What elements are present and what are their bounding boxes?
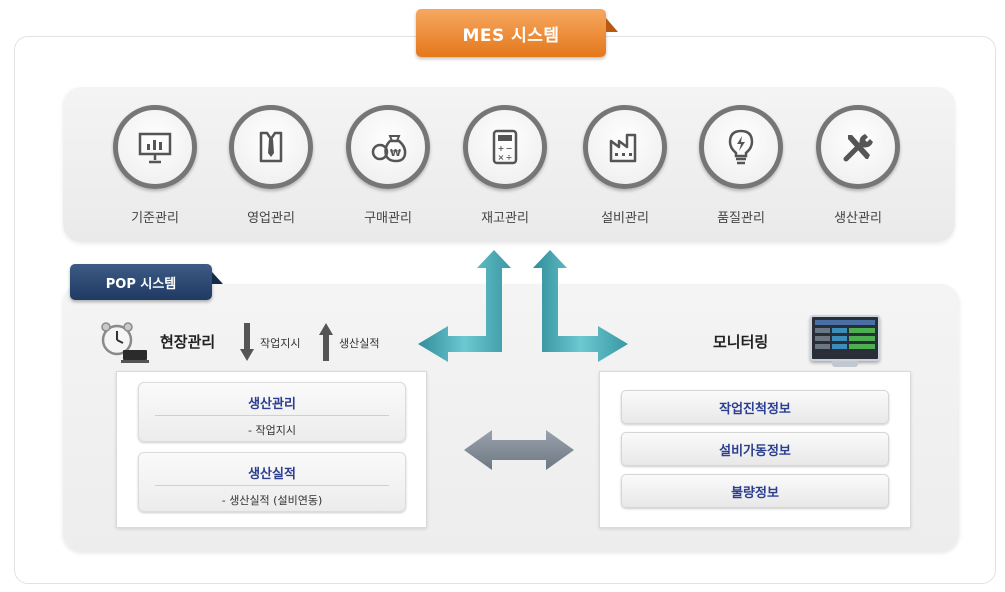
lightbulb-icon (699, 105, 783, 189)
module-label: 영업관리 (247, 211, 295, 226)
monitor-screen-icon (810, 315, 880, 361)
svg-text:÷: ÷ (506, 153, 513, 162)
pop-tab-fold (212, 272, 223, 284)
status-defect: 불량정보 (621, 474, 889, 508)
module-equipment: 설비관리 (575, 105, 675, 226)
module-label: 재고관리 (481, 211, 529, 226)
card-title: 생산관리 (248, 397, 296, 412)
module-production: 생산관리 (808, 105, 908, 226)
card-divider (155, 415, 389, 416)
module-standard: 기준관리 (105, 105, 205, 226)
module-quality: 품질관리 (691, 105, 791, 226)
calculator-icon: +−×÷ (463, 105, 547, 189)
card-subtext: - 생산실적 (설비연동) (221, 494, 323, 507)
card-production-result: 생산실적 - 생산실적 (설비연동) (138, 452, 406, 512)
module-purchase: ₩ 구매관리 (338, 105, 438, 226)
monitoring-title: 모니터링 (713, 333, 769, 351)
shirt-tie-icon (229, 105, 313, 189)
status-equipment-operation: 설비가동정보 (621, 432, 889, 466)
svg-text:×: × (498, 153, 505, 162)
module-label: 설비관리 (601, 211, 649, 226)
mes-module-panel: 기준관리 영업관리 ₩ 구매관리 +−×÷ 재고관리 설비관리 품질관리 생산관 (63, 87, 955, 242)
pop-system-tab: POP 시스템 (70, 264, 212, 300)
module-inventory: +−×÷ 재고관리 (455, 105, 555, 226)
monitor-stand (832, 361, 858, 367)
arrow-down-icon (240, 323, 254, 361)
module-label: 품질관리 (717, 211, 765, 226)
alarm-clock-laptop-icon (101, 322, 149, 363)
factory-icon (583, 105, 667, 189)
card-title: 생산실적 (248, 467, 296, 482)
card-divider (155, 485, 389, 486)
field-management-title: 현장관리 (160, 333, 216, 351)
status-work-progress: 작업진척정보 (621, 390, 889, 424)
module-sales: 영업관리 (221, 105, 321, 226)
mes-system-tab: MES 시스템 (416, 9, 606, 57)
svg-text:+: + (498, 144, 505, 153)
presentation-board-icon (113, 105, 197, 189)
module-label: 구매관리 (364, 211, 412, 226)
card-subtext: - 작업지시 (248, 424, 296, 437)
work-order-note: 작업지시 (260, 337, 301, 350)
production-result-note: 생산실적 (339, 337, 380, 350)
mes-tab-fold (606, 18, 618, 32)
tools-icon (816, 105, 900, 189)
svg-text:−: − (506, 144, 513, 153)
svg-text:₩: ₩ (390, 148, 401, 159)
module-label: 기준관리 (131, 211, 179, 226)
card-production-management: 생산관리 - 작업지시 (138, 382, 406, 442)
module-label: 생산관리 (834, 211, 882, 226)
money-bag-icon: ₩ (346, 105, 430, 189)
arrow-up-icon (319, 323, 333, 361)
